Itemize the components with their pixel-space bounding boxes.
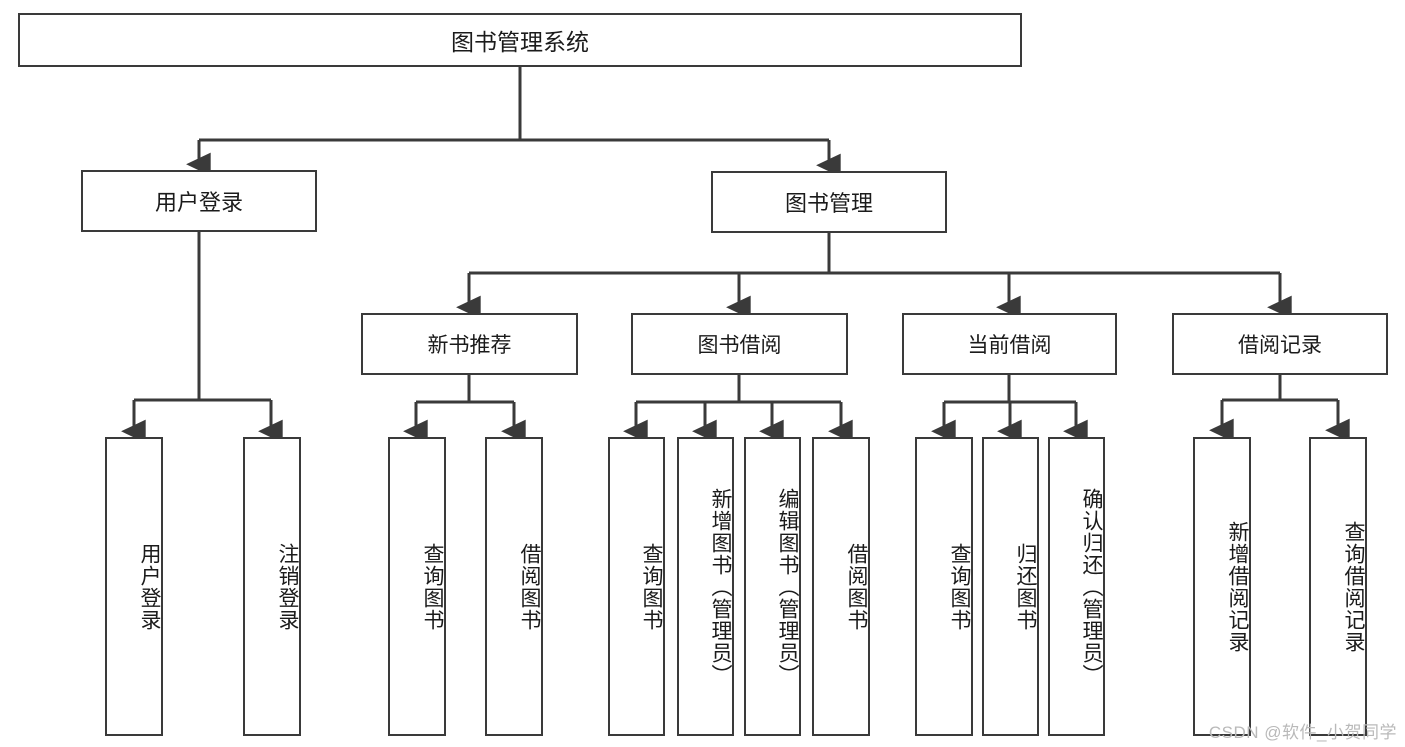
node-user-login[interactable]: 用户登录 bbox=[81, 170, 317, 232]
leaf-logout-label: 注销登录 bbox=[276, 542, 299, 631]
leaf-borrow-book-recommend[interactable]: 借阅图书 bbox=[485, 437, 543, 736]
leaf-logout[interactable]: 注销登录 bbox=[243, 437, 301, 736]
leaf-confirm-return-admin-label: 确认归还（管理员） bbox=[1080, 487, 1103, 686]
leaf-add-book-admin[interactable]: 新增图书（管理员） bbox=[677, 437, 734, 736]
leaf-add-borrow-record-label: 新增借阅记录 bbox=[1226, 520, 1249, 653]
leaf-edit-book-admin-label: 编辑图书（管理员） bbox=[776, 487, 799, 686]
leaf-query-book-recommend-label: 查询图书 bbox=[421, 542, 444, 631]
node-book-borrow[interactable]: 图书借阅 bbox=[631, 313, 848, 375]
node-root-system-label: 图书管理系统 bbox=[451, 29, 589, 55]
leaf-user-login[interactable]: 用户登录 bbox=[105, 437, 163, 736]
leaf-return-book[interactable]: 归还图书 bbox=[982, 437, 1039, 736]
node-borrow-record-label: 借阅记录 bbox=[1238, 334, 1322, 357]
leaf-borrow-book-recommend-label: 借阅图书 bbox=[518, 542, 541, 631]
leaf-query-borrow-record-label: 查询借阅记录 bbox=[1342, 520, 1365, 653]
node-current-borrow[interactable]: 当前借阅 bbox=[902, 313, 1117, 375]
node-current-borrow-label: 当前借阅 bbox=[967, 334, 1052, 357]
leaf-add-book-admin-label: 新增图书（管理员） bbox=[709, 487, 732, 686]
node-new-book-recommend-label: 新书推荐 bbox=[427, 334, 512, 357]
leaf-query-borrow-record[interactable]: 查询借阅记录 bbox=[1309, 437, 1367, 736]
node-book-management-label: 图书管理 bbox=[784, 191, 873, 216]
node-new-book-recommend[interactable]: 新书推荐 bbox=[361, 313, 578, 375]
node-borrow-record[interactable]: 借阅记录 bbox=[1172, 313, 1388, 375]
leaf-confirm-return-admin[interactable]: 确认归还（管理员） bbox=[1048, 437, 1105, 736]
node-user-login-label: 用户登录 bbox=[154, 190, 243, 215]
leaf-query-book-recommend[interactable]: 查询图书 bbox=[388, 437, 446, 736]
leaf-query-book-borrow-label: 查询图书 bbox=[640, 542, 663, 631]
node-root-system[interactable]: 图书管理系统 bbox=[18, 13, 1022, 67]
node-book-management[interactable]: 图书管理 bbox=[711, 171, 947, 233]
leaf-query-book-current[interactable]: 查询图书 bbox=[915, 437, 973, 736]
leaf-query-book-current-label: 查询图书 bbox=[948, 542, 971, 631]
leaf-return-book-label: 归还图书 bbox=[1014, 542, 1037, 631]
leaf-borrow-book[interactable]: 借阅图书 bbox=[812, 437, 870, 736]
watermark-text: CSDN @软件_小贺同学 bbox=[1208, 723, 1397, 742]
leaf-user-login-label: 用户登录 bbox=[138, 542, 161, 631]
leaf-edit-book-admin[interactable]: 编辑图书（管理员） bbox=[744, 437, 801, 736]
leaf-query-book-borrow[interactable]: 查询图书 bbox=[608, 437, 665, 736]
leaf-borrow-book-label: 借阅图书 bbox=[845, 542, 868, 631]
leaf-add-borrow-record[interactable]: 新增借阅记录 bbox=[1193, 437, 1251, 736]
node-book-borrow-label: 图书借阅 bbox=[697, 334, 782, 357]
